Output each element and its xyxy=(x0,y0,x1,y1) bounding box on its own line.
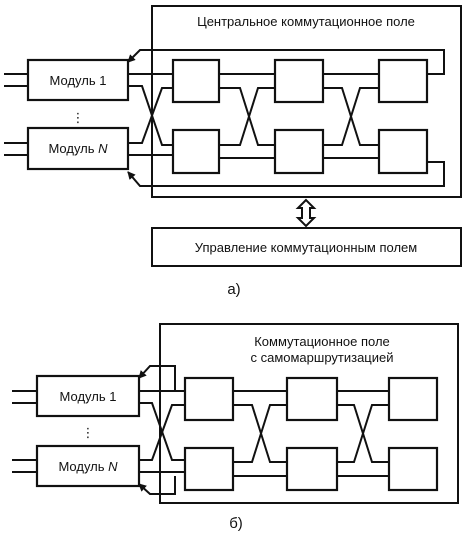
crossover-link xyxy=(128,85,173,146)
control-block xyxy=(151,227,462,267)
field-title-line-1: Коммутационное поле xyxy=(254,334,390,349)
switch-element xyxy=(183,376,235,422)
diagram-a: Центральное коммутационное поле Модуль 1… xyxy=(4,5,462,298)
switch-element xyxy=(273,128,325,175)
module-1-label: Модуль 1 xyxy=(60,389,117,404)
switch-element xyxy=(377,58,429,104)
crossover-link xyxy=(233,404,287,463)
central-field-frame xyxy=(151,5,462,198)
switch-element xyxy=(387,446,439,492)
crossover-link xyxy=(337,404,389,463)
switch-element xyxy=(285,376,339,422)
control-block-label: Управление коммутационным полем xyxy=(195,240,417,255)
caption-b: б) xyxy=(229,515,243,532)
module-1-label: Модуль 1 xyxy=(50,73,107,88)
central-field-title: Центральное коммутационное поле xyxy=(197,14,415,29)
crossover-link xyxy=(139,404,185,461)
switch-element xyxy=(171,58,221,104)
diagram-b: Коммутационное поле с самомаршрутизацией… xyxy=(12,323,459,532)
self-routing-field-frame xyxy=(159,323,459,504)
module-n-label: Модуль N xyxy=(48,141,108,156)
field-title-line-2: с самомаршрутизацией xyxy=(250,350,393,365)
module-n-box xyxy=(26,126,130,171)
feedback-line-top xyxy=(138,365,176,391)
module-n-box xyxy=(35,444,141,488)
crossover-link xyxy=(128,87,173,144)
feedback-line-bottom xyxy=(138,476,176,495)
module-1-box xyxy=(35,374,141,418)
switch-element xyxy=(285,446,339,492)
module-1-box xyxy=(26,58,130,102)
crossover-link xyxy=(323,87,379,146)
vertical-ellipsis: ⋮ xyxy=(72,110,85,125)
module-n-label: Модуль N xyxy=(58,459,118,474)
crossover-link xyxy=(219,87,275,146)
crossover-link xyxy=(219,87,275,146)
switch-element xyxy=(377,128,429,175)
vertical-ellipsis: ⋮ xyxy=(82,425,95,440)
switch-element xyxy=(171,128,221,175)
caption-a: а) xyxy=(227,281,240,298)
switch-element xyxy=(183,446,235,492)
bidirectional-arrow-icon xyxy=(295,198,317,228)
switch-element xyxy=(273,58,325,104)
feedback-line-bottom xyxy=(127,161,445,187)
switch-element xyxy=(387,376,439,422)
feedback-line-top xyxy=(127,49,445,75)
